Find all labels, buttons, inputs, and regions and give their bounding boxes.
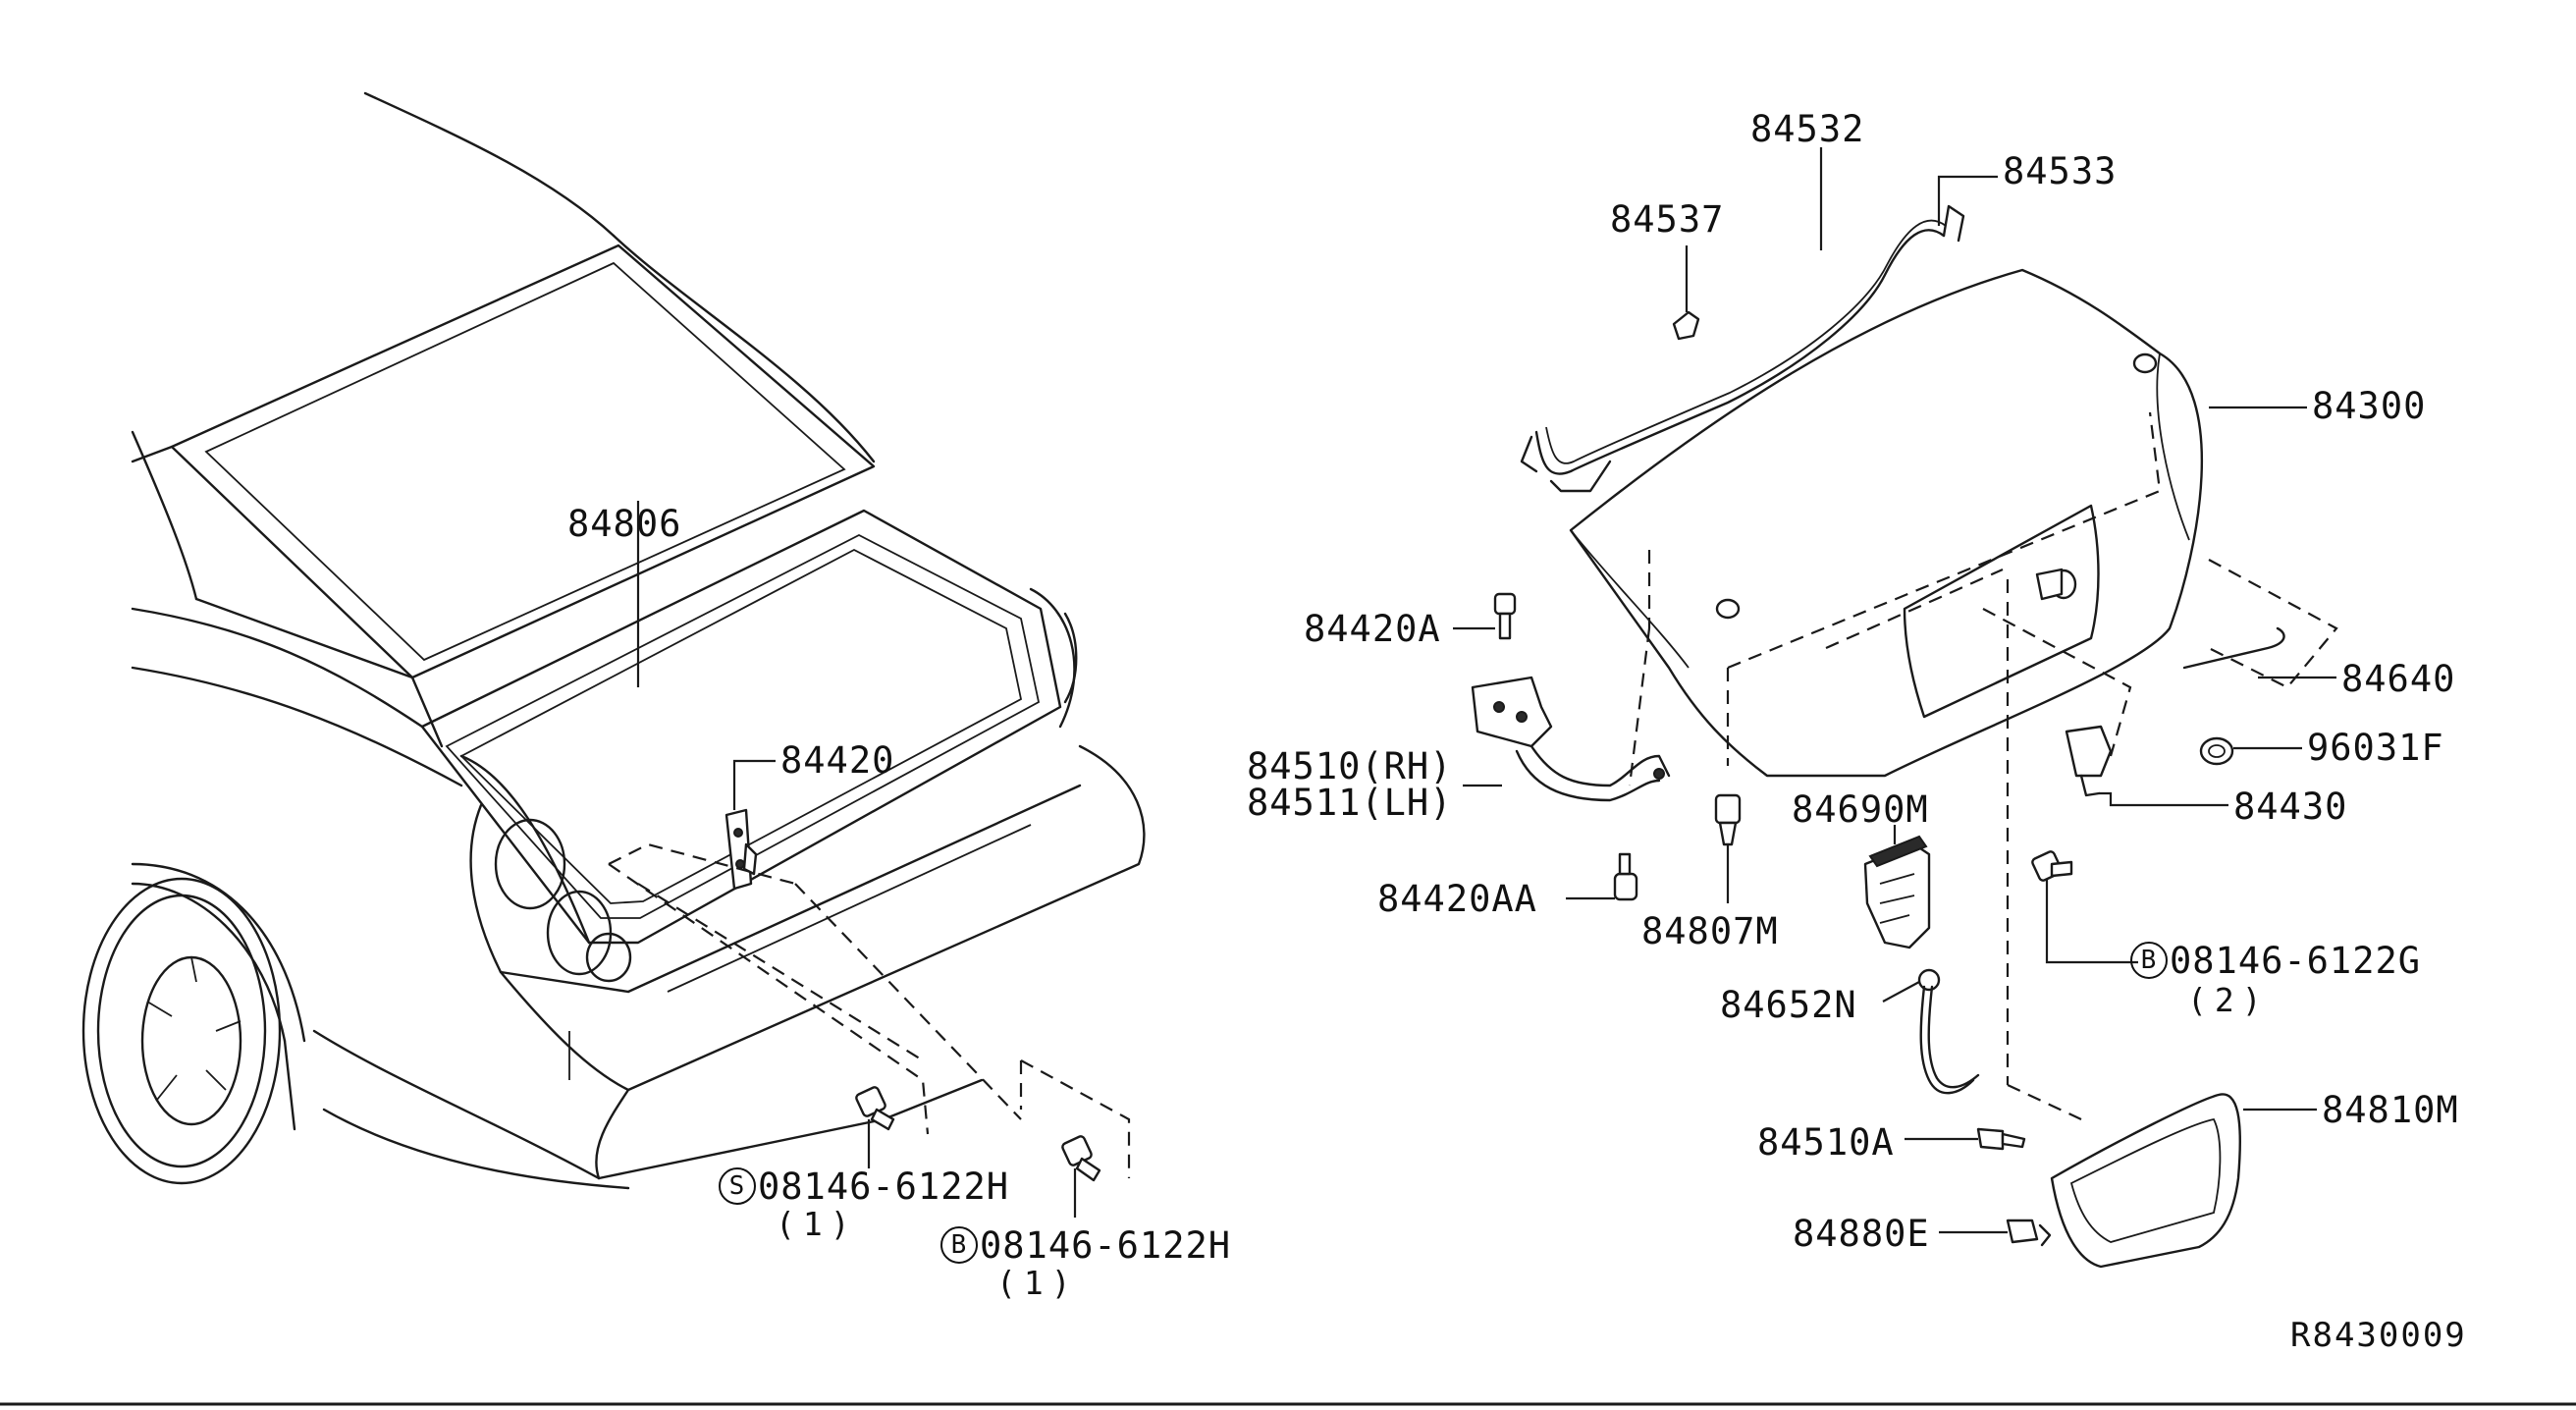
cover-84690M	[1863, 825, 1980, 1095]
trunk-hinge	[1463, 676, 1671, 802]
stopper-84807M	[1714, 793, 1742, 903]
label-84300: 84300	[2312, 385, 2427, 427]
bolt-b-symbol-2: B	[940, 1225, 978, 1264]
label-08146-6122G-qty: (2)	[2187, 981, 2270, 1019]
label-96031F: 96031F	[2307, 727, 2444, 769]
label-84533: 84533	[2003, 150, 2118, 192]
label-84420A: 84420A	[1304, 608, 1441, 650]
label-84537: 84537	[1610, 198, 1725, 241]
label-84880E: 84880E	[1793, 1213, 1930, 1255]
screw-s-part	[855, 1086, 895, 1131]
screw-s-symbol: S	[719, 1166, 756, 1205]
label-84810M: 84810M	[2322, 1089, 2459, 1131]
label-84511-lh: 84511(LH)	[1247, 782, 1453, 824]
label-84640: 84640	[2341, 658, 2456, 700]
finisher-84810M	[2050, 1093, 2317, 1269]
stay-84640	[2182, 626, 2336, 679]
bolt-b-part	[1061, 1135, 1101, 1182]
label-84532: 84532	[1750, 108, 1865, 150]
label-84430: 84430	[2233, 786, 2348, 828]
trunk-lid-assembly	[1453, 147, 2338, 1269]
label-84420AA: 84420AA	[1377, 878, 1537, 920]
car-rear-body	[81, 91, 1146, 1218]
label-84510-rh: 84510(RH)	[1247, 745, 1453, 787]
label-84652N: 84652N	[1720, 984, 1857, 1026]
bolt-b-symbol: B	[2130, 941, 2168, 979]
bolt-84420A	[1453, 592, 1517, 640]
lock-84430	[2065, 725, 2228, 807]
label-84807M: 84807M	[1641, 910, 1779, 952]
label-84510A: 84510A	[1757, 1121, 1895, 1164]
screw-84510A	[1905, 1127, 2026, 1151]
label-84690M: 84690M	[1792, 788, 1929, 831]
label-84806: 84806	[567, 503, 682, 545]
clip-96031F	[2199, 736, 2302, 766]
bolt-6122G	[2031, 850, 2138, 964]
clip-84880E	[1939, 1219, 2052, 1247]
label-s-08146-6122H-qty: (1)	[776, 1205, 858, 1243]
bolt-84420AA	[1566, 852, 1638, 901]
diagram-code: R8430009	[2290, 1316, 2467, 1355]
label-b-08146-6122H-qty: (1)	[996, 1264, 1079, 1302]
label-84420: 84420	[780, 739, 895, 782]
